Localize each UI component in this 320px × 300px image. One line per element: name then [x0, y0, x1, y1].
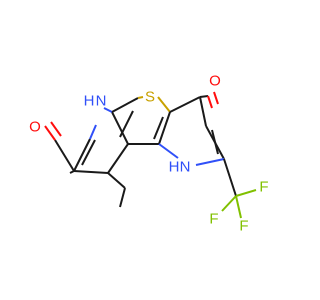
bond [169, 96, 201, 113]
bond [158, 143, 179, 159]
oxygen-atom-right: O [209, 73, 221, 90]
bond [213, 91, 219, 105]
bond [111, 111, 129, 145]
oxygen-atom-left: O [29, 119, 41, 136]
bond [199, 96, 207, 127]
bond [73, 170, 109, 174]
bonds [44, 91, 257, 219]
bond [137, 96, 144, 99]
nitrogen-atom-lower: N [180, 159, 191, 176]
nitrogen-hydrogen-lower: H [169, 159, 180, 176]
bond [195, 158, 225, 166]
bond [199, 95, 209, 98]
atom-labels: S N H N H O O F F F [29, 73, 268, 235]
bond [107, 143, 129, 174]
fluorine-atom-3: F [209, 211, 218, 228]
bond [153, 116, 164, 140]
bond [44, 125, 56, 141]
bond [103, 107, 113, 113]
bond [89, 124, 97, 140]
bond [223, 158, 237, 197]
structure-canvas: S N H N H O O F F F [29, 73, 268, 235]
bond [158, 111, 171, 145]
bond [50, 121, 62, 137]
sulfur-atom: S [145, 89, 155, 106]
fluorine-atom-1: F [259, 179, 268, 196]
bond [221, 195, 237, 212]
bond [73, 138, 91, 172]
bond [54, 139, 75, 172]
bond [81, 139, 96, 166]
nitrogen-hydrogen-upper: H [84, 93, 95, 110]
bond [235, 189, 257, 197]
bond [107, 172, 126, 189]
bond [111, 97, 139, 113]
nitrogen-atom-upper: N [96, 93, 107, 110]
bond [211, 129, 219, 155]
bond [207, 95, 213, 109]
fluorine-atom-2: F [239, 218, 248, 235]
bond [119, 110, 134, 138]
bond [119, 187, 126, 208]
bond [157, 96, 171, 113]
molecule-structure: S N H N H O O F F F [29, 73, 268, 235]
bond [235, 195, 242, 219]
